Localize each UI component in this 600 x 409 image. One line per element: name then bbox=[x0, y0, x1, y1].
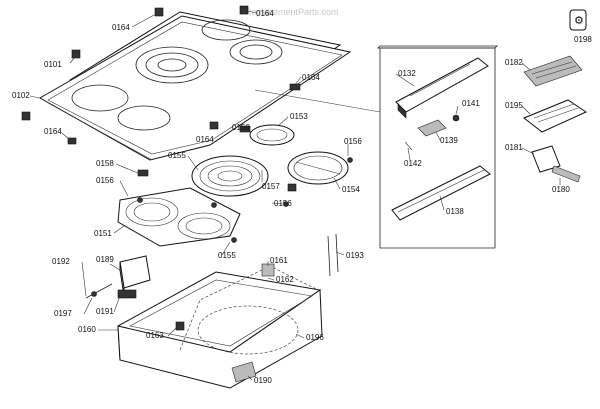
terminal-block-0195[interactable] bbox=[523, 99, 588, 133]
label-0182: 0182 bbox=[505, 58, 523, 67]
label-0101: 0101 bbox=[44, 60, 62, 69]
label-0164: 0164 bbox=[256, 9, 274, 18]
label-0197: 0197 bbox=[54, 309, 72, 318]
label-0156: 0156 bbox=[96, 176, 114, 185]
label-0181: 0181 bbox=[505, 143, 523, 152]
burner-element-0153[interactable] bbox=[249, 124, 295, 146]
label-0157: 0157 bbox=[262, 182, 280, 191]
label-0138: 0138 bbox=[446, 207, 464, 216]
label-0154: 0154 bbox=[342, 185, 360, 194]
part-0190[interactable] bbox=[231, 361, 257, 383]
label-0156: 0156 bbox=[274, 199, 292, 208]
leader-lines bbox=[29, 9, 561, 381]
chassis-box-0160[interactable] bbox=[117, 265, 323, 389]
svg-text:⚙: ⚙ bbox=[574, 15, 584, 27]
label-0192: 0192 bbox=[52, 257, 70, 266]
label-0102: 0102 bbox=[12, 91, 30, 100]
part-0163[interactable] bbox=[175, 321, 185, 331]
knob-part[interactable] bbox=[404, 114, 460, 151]
burner-element-large[interactable] bbox=[191, 155, 269, 197]
terminal-block-0182[interactable] bbox=[523, 55, 583, 87]
control-panel-bar[interactable] bbox=[391, 165, 491, 221]
label-0163: 0163 bbox=[146, 331, 164, 340]
part-labels: 0164 0164 0101 0102 0164 0164 0164 0198 … bbox=[12, 9, 592, 385]
label-0198: 0198 bbox=[574, 35, 592, 44]
label-0161: 0161 bbox=[270, 256, 288, 265]
label-0195: 0195 bbox=[505, 101, 523, 110]
label-0158: 0158 bbox=[96, 159, 114, 168]
label-0155: 0155 bbox=[168, 151, 186, 160]
label-0164: 0164 bbox=[44, 127, 62, 136]
label-0193: 0193 bbox=[346, 251, 364, 260]
screw-parts[interactable] bbox=[137, 157, 353, 243]
label-0190: 0190 bbox=[254, 376, 272, 385]
control-detail-box bbox=[377, 45, 498, 249]
label-0156: 0156 bbox=[232, 123, 250, 132]
badge-icon: ⚙ bbox=[569, 9, 587, 31]
junction-box-0189[interactable] bbox=[117, 255, 151, 299]
label-0132: 0132 bbox=[398, 69, 416, 78]
cable-0197[interactable] bbox=[85, 283, 113, 299]
label-0151: 0151 bbox=[94, 229, 112, 238]
label-0155: 0155 bbox=[218, 251, 236, 260]
sensor-part-0180[interactable] bbox=[531, 145, 581, 183]
watermark-text: eReplacementParts.com bbox=[240, 7, 339, 17]
burner-element-0151[interactable] bbox=[117, 187, 241, 247]
burner-element-0154[interactable] bbox=[287, 151, 349, 185]
label-0156: 0156 bbox=[344, 137, 362, 146]
label-0196: 0196 bbox=[306, 333, 324, 342]
label-0142: 0142 bbox=[404, 159, 422, 168]
label-0189: 0189 bbox=[96, 255, 114, 264]
label-0139: 0139 bbox=[440, 136, 458, 145]
label-0153: 0153 bbox=[290, 112, 308, 121]
label-0180: 0180 bbox=[552, 185, 570, 194]
label-0164: 0164 bbox=[302, 73, 320, 82]
wire-rod-0193[interactable] bbox=[327, 233, 339, 277]
control-module[interactable] bbox=[395, 57, 489, 119]
glass-cooktop[interactable] bbox=[38, 11, 352, 161]
label-0191: 0191 bbox=[96, 307, 114, 316]
label-0162: 0162 bbox=[276, 275, 294, 284]
label-0164: 0164 bbox=[112, 23, 130, 32]
label-0160: 0160 bbox=[78, 325, 96, 334]
label-0164: 0164 bbox=[196, 135, 214, 144]
label-0141: 0141 bbox=[462, 99, 480, 108]
